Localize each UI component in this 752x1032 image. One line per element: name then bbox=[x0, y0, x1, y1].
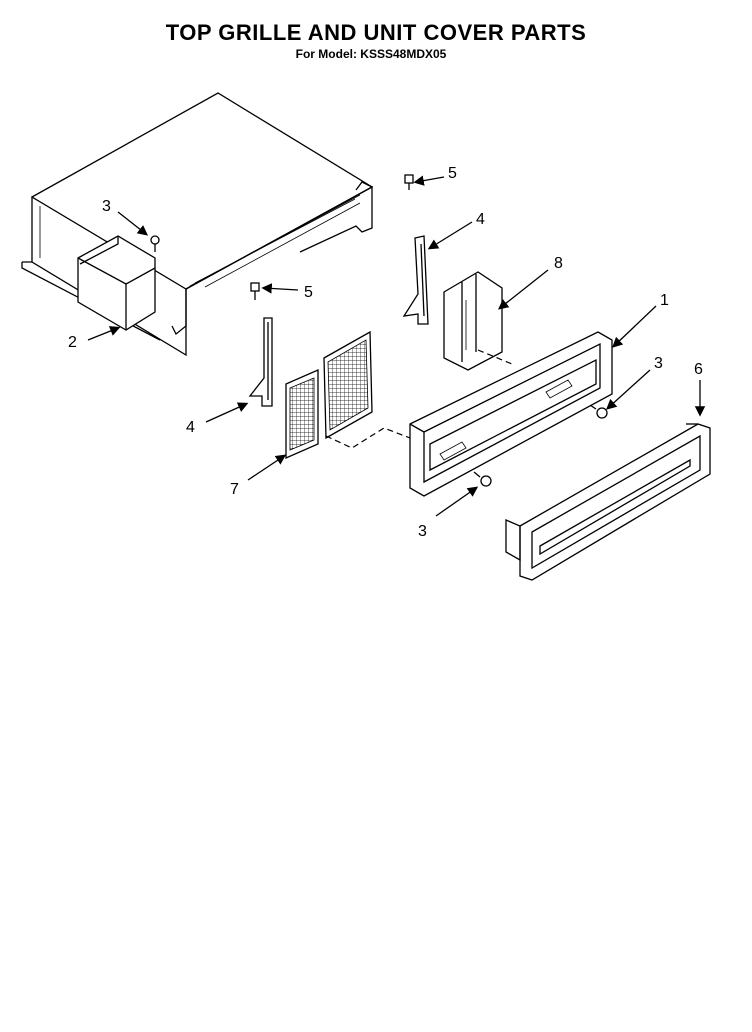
callout-3: 3 bbox=[654, 355, 663, 372]
part-2-block bbox=[77, 235, 156, 331]
leader-lines bbox=[87, 175, 706, 517]
screw-5-left bbox=[250, 282, 260, 300]
callout-4: 4 bbox=[186, 419, 195, 436]
callout-2: 2 bbox=[68, 334, 77, 351]
callout-6: 6 bbox=[694, 361, 703, 378]
callout-3: 3 bbox=[102, 198, 111, 215]
connector-line bbox=[325, 427, 411, 449]
part-7-grille bbox=[285, 330, 373, 459]
callout-5: 5 bbox=[448, 165, 457, 182]
screw-5-right bbox=[404, 174, 414, 190]
unit-cover bbox=[21, 92, 374, 357]
callout-1: 1 bbox=[660, 292, 669, 309]
callout-5: 5 bbox=[304, 284, 313, 301]
connector-line bbox=[477, 349, 513, 365]
callout-7: 7 bbox=[230, 481, 239, 498]
part-1-frame bbox=[409, 331, 613, 497]
diagram-subtitle: For Model: KSSS48MDX05 bbox=[295, 47, 447, 61]
bracket-4-right bbox=[402, 235, 429, 325]
callout-8: 8 bbox=[554, 255, 563, 272]
part-8-panel bbox=[443, 271, 503, 371]
screw-3-bottom bbox=[473, 471, 492, 487]
diagram-title: TOP GRILLE AND UNIT COVER PARTS bbox=[165, 20, 587, 45]
part-6-front-panel bbox=[505, 423, 711, 581]
bracket-4-left bbox=[248, 317, 273, 407]
callout-4: 4 bbox=[476, 211, 485, 228]
screw-3-right bbox=[589, 404, 608, 419]
callout-3: 3 bbox=[418, 523, 427, 540]
screw-3-top bbox=[150, 235, 160, 252]
